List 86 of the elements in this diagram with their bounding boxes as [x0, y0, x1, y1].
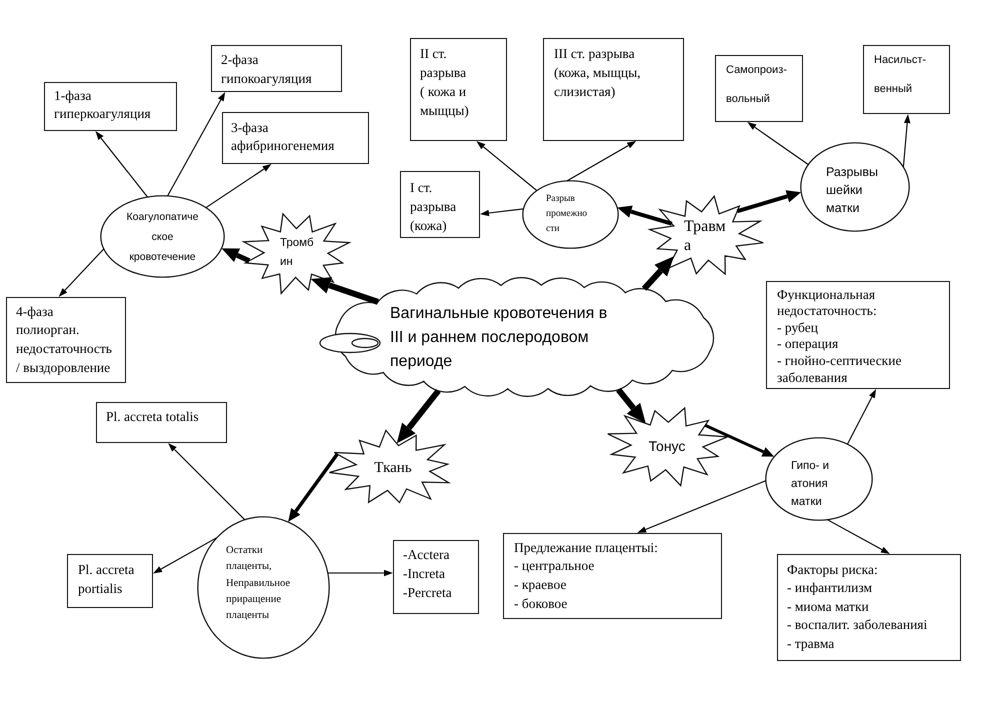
thick-arrow — [310, 277, 379, 305]
ellipse-node — [800, 142, 910, 232]
arrow — [58, 248, 104, 297]
thick-arrow — [222, 248, 250, 264]
node-text: афибриногенемия — [231, 137, 334, 155]
text-box — [777, 554, 961, 661]
node-text: Ткань — [374, 459, 412, 477]
text-box — [96, 402, 227, 443]
node-text: 2-фаза — [221, 50, 258, 68]
text-box — [766, 281, 950, 389]
arrow — [168, 443, 246, 520]
thick-arrow — [288, 453, 339, 522]
node-text: 3-фаза — [231, 119, 268, 137]
node-text: - центральное — [514, 557, 594, 576]
node-text: полиорган. недостаточность / выздоровление — [16, 321, 112, 377]
text-box — [863, 45, 950, 114]
node-text: Разрыв промежно сти — [546, 193, 588, 236]
node-text: гиперкоагуляция — [54, 105, 151, 123]
arrow — [476, 141, 538, 192]
node-text: Тонус — [648, 437, 686, 455]
node-text: Предлежание плацентыi: — [514, 538, 658, 557]
thick-arrow — [616, 388, 646, 424]
node-text: - миома матки — [787, 598, 869, 616]
node-text: - операция — [777, 336, 838, 354]
text-box — [393, 540, 479, 614]
node-text: II ст. разрыва ( кожа и мыщцы) — [420, 44, 469, 120]
node-text: Функциональная недостаточность: — [777, 286, 878, 320]
node-text: Остатки плаценты, Неправильное приращение плаценты — [226, 544, 292, 624]
text-box — [715, 55, 803, 122]
arrow — [902, 114, 910, 168]
node-text: Pl. accreta portialis — [78, 560, 136, 598]
text-box — [400, 171, 480, 238]
ellipse-node — [197, 516, 330, 659]
node-text: гипокоагуляция — [221, 70, 312, 88]
node-text: - воспалит. заболеванияi — [787, 616, 928, 634]
text-box — [410, 38, 507, 141]
node-text: - травма — [787, 635, 834, 654]
text-box — [222, 112, 369, 164]
text-box — [543, 38, 684, 141]
node-text: - инфантилизм — [787, 579, 872, 598]
node-text: III ст. разрыва (кожа, мыщцы, слизистая) — [554, 44, 642, 100]
arrow — [637, 480, 766, 533]
ellipse-node — [765, 437, 873, 521]
starburst-node — [240, 210, 352, 296]
arrow — [95, 131, 148, 198]
arrow — [480, 208, 524, 216]
arrow — [206, 164, 272, 208]
node-text: Тромб ин — [280, 236, 314, 270]
arrow — [747, 122, 809, 165]
thick-arrow — [617, 206, 672, 226]
arrow — [328, 570, 393, 576]
node-text: Самопроиз- вольный — [726, 63, 787, 107]
ellipse-node — [100, 195, 225, 278]
thick-arrow — [704, 424, 774, 457]
node-text: Коагулопатиче ское кровотечение — [126, 210, 198, 264]
node-text: - гнойно-септические заболевания — [777, 353, 902, 386]
arrow — [153, 537, 218, 574]
node-text: -Acctera — [403, 546, 450, 564]
node-text: 1-фаза — [54, 87, 92, 105]
node-text: Факторы риска: — [787, 560, 878, 579]
arrow — [846, 389, 876, 444]
node-text: - рубец — [777, 320, 818, 336]
node-text: - краевое — [514, 576, 566, 594]
node-text: Вагинальные кровотечения в III и раннем послеродовом периоде — [390, 304, 608, 372]
thick-arrow — [642, 256, 674, 291]
node-text: 4-фаза — [16, 302, 54, 321]
node-text: I ст. разрыва (кожа) — [410, 178, 458, 234]
node-text: Разрывы шейки матки — [826, 164, 878, 217]
text-box — [6, 297, 126, 383]
node-text: - боковое — [514, 594, 568, 613]
text-box — [67, 554, 153, 608]
arrow — [167, 92, 226, 196]
arrow — [827, 519, 890, 554]
node-text: Насильст- венный — [874, 53, 926, 97]
node-text: Травм а — [684, 217, 726, 255]
arrow — [566, 141, 636, 182]
thick-arrow — [736, 190, 802, 214]
thick-arrow — [396, 388, 441, 444]
node-text: -Increta — [403, 564, 445, 582]
text-box — [211, 45, 342, 92]
text-box — [503, 533, 722, 619]
node-text: -Percreta — [403, 584, 452, 602]
node-text: Pl. accreta totalis — [106, 408, 199, 426]
ellipse-node — [522, 180, 619, 249]
node-text: Гипо- и атония матки — [791, 459, 830, 510]
text-box — [44, 82, 177, 131]
